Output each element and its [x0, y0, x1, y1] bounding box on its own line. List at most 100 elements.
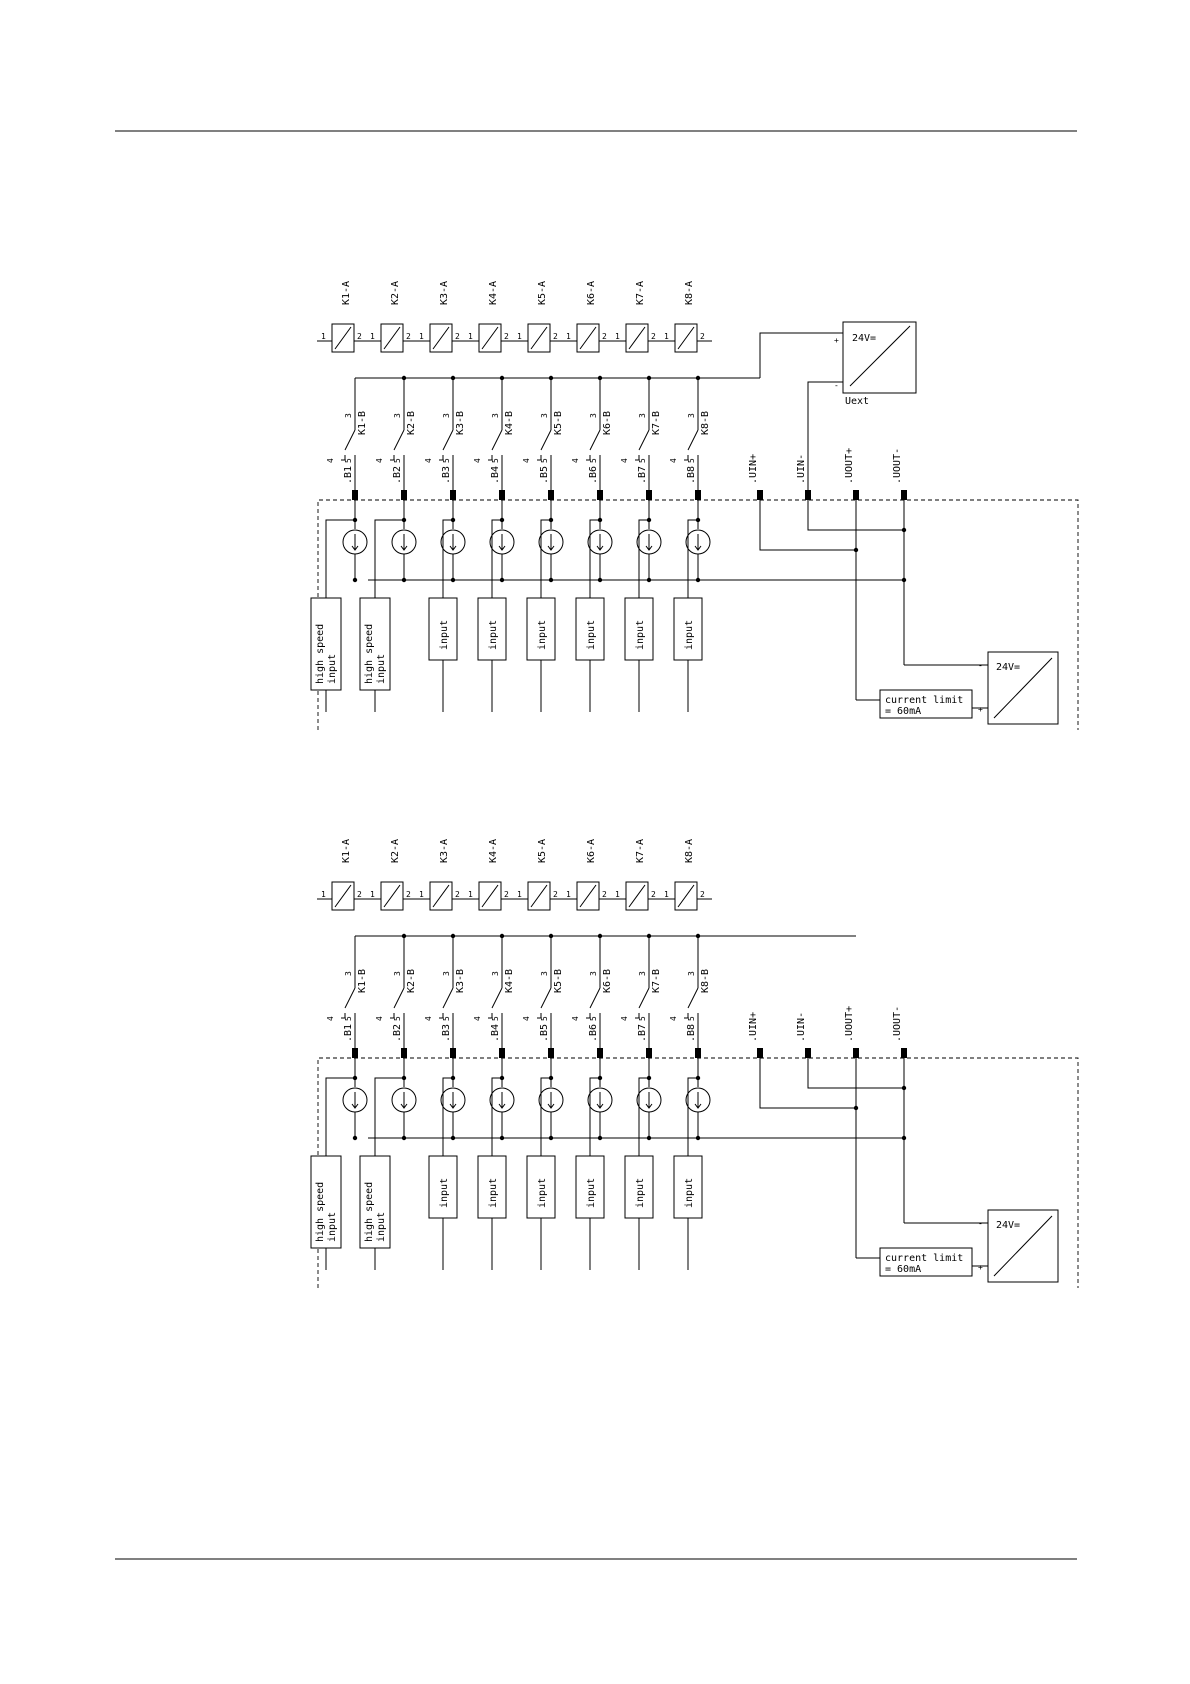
relay-contact-label: K2-B	[406, 969, 417, 993]
input-terminal-label: .B3	[441, 466, 452, 484]
contact-nc-stub	[341, 1013, 346, 1019]
relay-contact-label: K6-B	[602, 969, 613, 993]
uin-minus-wire	[807, 500, 904, 531]
power-terminal	[805, 1048, 811, 1058]
relay-coil-slash	[334, 884, 352, 908]
rail-junction	[597, 1135, 603, 1141]
input-terminal	[548, 1048, 554, 1058]
coil-pin-1-label: 1	[419, 332, 424, 341]
input-block-label: input	[327, 654, 338, 684]
relay-contact-label: K6-B	[602, 411, 613, 435]
power-terminal	[901, 490, 907, 500]
input-block-lead	[491, 519, 502, 598]
contact-nc-stub	[390, 1013, 395, 1019]
contact-nc-stub	[635, 455, 640, 461]
current-limit-value: = 60mA	[885, 706, 921, 717]
input-block-lead	[687, 1077, 698, 1156]
relay-coil-label: K8-A	[684, 281, 695, 305]
current-limit-box	[879, 1247, 973, 1277]
coil-pin-1-label: 1	[321, 890, 326, 899]
coil-pin-1-label: 1	[468, 332, 473, 341]
relay-coil-slash	[481, 884, 499, 908]
current-limit-label: current limit	[885, 1253, 963, 1264]
input-block-lead	[442, 519, 453, 598]
coil-pin-1-label: 1	[664, 332, 669, 341]
input-terminal	[499, 1048, 505, 1058]
current-source-arrowhead	[694, 1103, 702, 1109]
contact-pin-3-label: 3	[638, 413, 647, 418]
input-terminal	[352, 1048, 358, 1058]
contact-blade	[344, 429, 356, 451]
input-terminal-label: .B1	[343, 1024, 354, 1042]
contact-nc-stub	[341, 455, 346, 461]
contact-pin-3-label: 3	[540, 971, 549, 976]
ext-plus-wire	[759, 332, 843, 378]
input-terminal	[695, 490, 701, 500]
contact-blade	[589, 987, 601, 1009]
contact-nc-stub	[684, 455, 689, 461]
input-terminal-label: .B7	[637, 466, 648, 484]
input-terminal	[597, 1048, 603, 1058]
contact-blade	[344, 987, 356, 1009]
current-source-arrowhead	[400, 1103, 408, 1109]
coil-pin-2-label: 2	[553, 332, 558, 341]
contact-pin-3-label: 3	[442, 971, 451, 976]
relay-coil-label: K5-A	[537, 281, 548, 305]
relay-coil-slash	[383, 326, 401, 350]
current-source-arrowhead	[449, 545, 457, 551]
input-block-label: input	[376, 1212, 387, 1242]
internal-supply-plus: +	[978, 1263, 983, 1272]
relay-coil-label: K7-A	[635, 839, 646, 863]
input-block	[673, 597, 703, 661]
relay-contact-label: K8-B	[700, 969, 711, 993]
current-limit-label: current limit	[885, 695, 963, 706]
relay-coil-label: K5-A	[537, 839, 548, 863]
coil-pin-2-label: 2	[406, 890, 411, 899]
coil-pin-1-label: 1	[566, 332, 571, 341]
input-block-label: input	[586, 620, 597, 650]
input-terminal	[401, 490, 407, 500]
input-block	[477, 1155, 507, 1219]
input-block-label: high speed	[364, 1182, 375, 1242]
relay-contact-label: K5-B	[553, 969, 564, 993]
coil-pin-2-label: 2	[357, 890, 362, 899]
rail-junction	[853, 547, 859, 553]
power-terminal	[853, 490, 859, 500]
coil-pin-2-label: 2	[504, 332, 509, 341]
input-block-label: input	[488, 620, 499, 650]
rail-junction	[695, 1135, 701, 1141]
relay-coil-slash	[530, 884, 548, 908]
input-terminal	[450, 490, 456, 500]
input-block	[428, 1155, 458, 1219]
relay-coil-label: K4-A	[488, 281, 499, 305]
relay-coil-label: K7-A	[635, 281, 646, 305]
contact-nc-stub	[439, 1013, 444, 1019]
input-block-lead	[374, 519, 404, 598]
external-supply-minus: -	[834, 381, 839, 390]
input-block	[526, 1155, 556, 1219]
relay-contact-label: K4-B	[504, 969, 515, 993]
contact-blade	[638, 429, 650, 451]
contact-blade	[393, 429, 405, 451]
input-terminal	[450, 1048, 456, 1058]
input-block-lead	[374, 1077, 404, 1156]
input-terminal-label: .B6	[588, 1024, 599, 1042]
contact-pin-4-label: 4	[620, 1016, 629, 1021]
power-terminal	[805, 490, 811, 500]
contact-pin-4-label: 4	[326, 458, 335, 463]
input-block	[575, 1155, 605, 1219]
external-supply-slash	[849, 325, 911, 387]
input-terminal-label: .B8	[686, 1024, 697, 1042]
external-supply-plus: +	[834, 336, 839, 345]
rail-junction	[401, 1135, 407, 1141]
input-block-label: high speed	[315, 624, 326, 684]
input-block-lead	[325, 519, 355, 598]
input-block-lead	[638, 519, 649, 598]
contact-blade	[491, 429, 503, 451]
coil-pin-2-label: 2	[602, 890, 607, 899]
coil-pin-1-label: 1	[468, 890, 473, 899]
contact-pin-3-label: 3	[344, 971, 353, 976]
